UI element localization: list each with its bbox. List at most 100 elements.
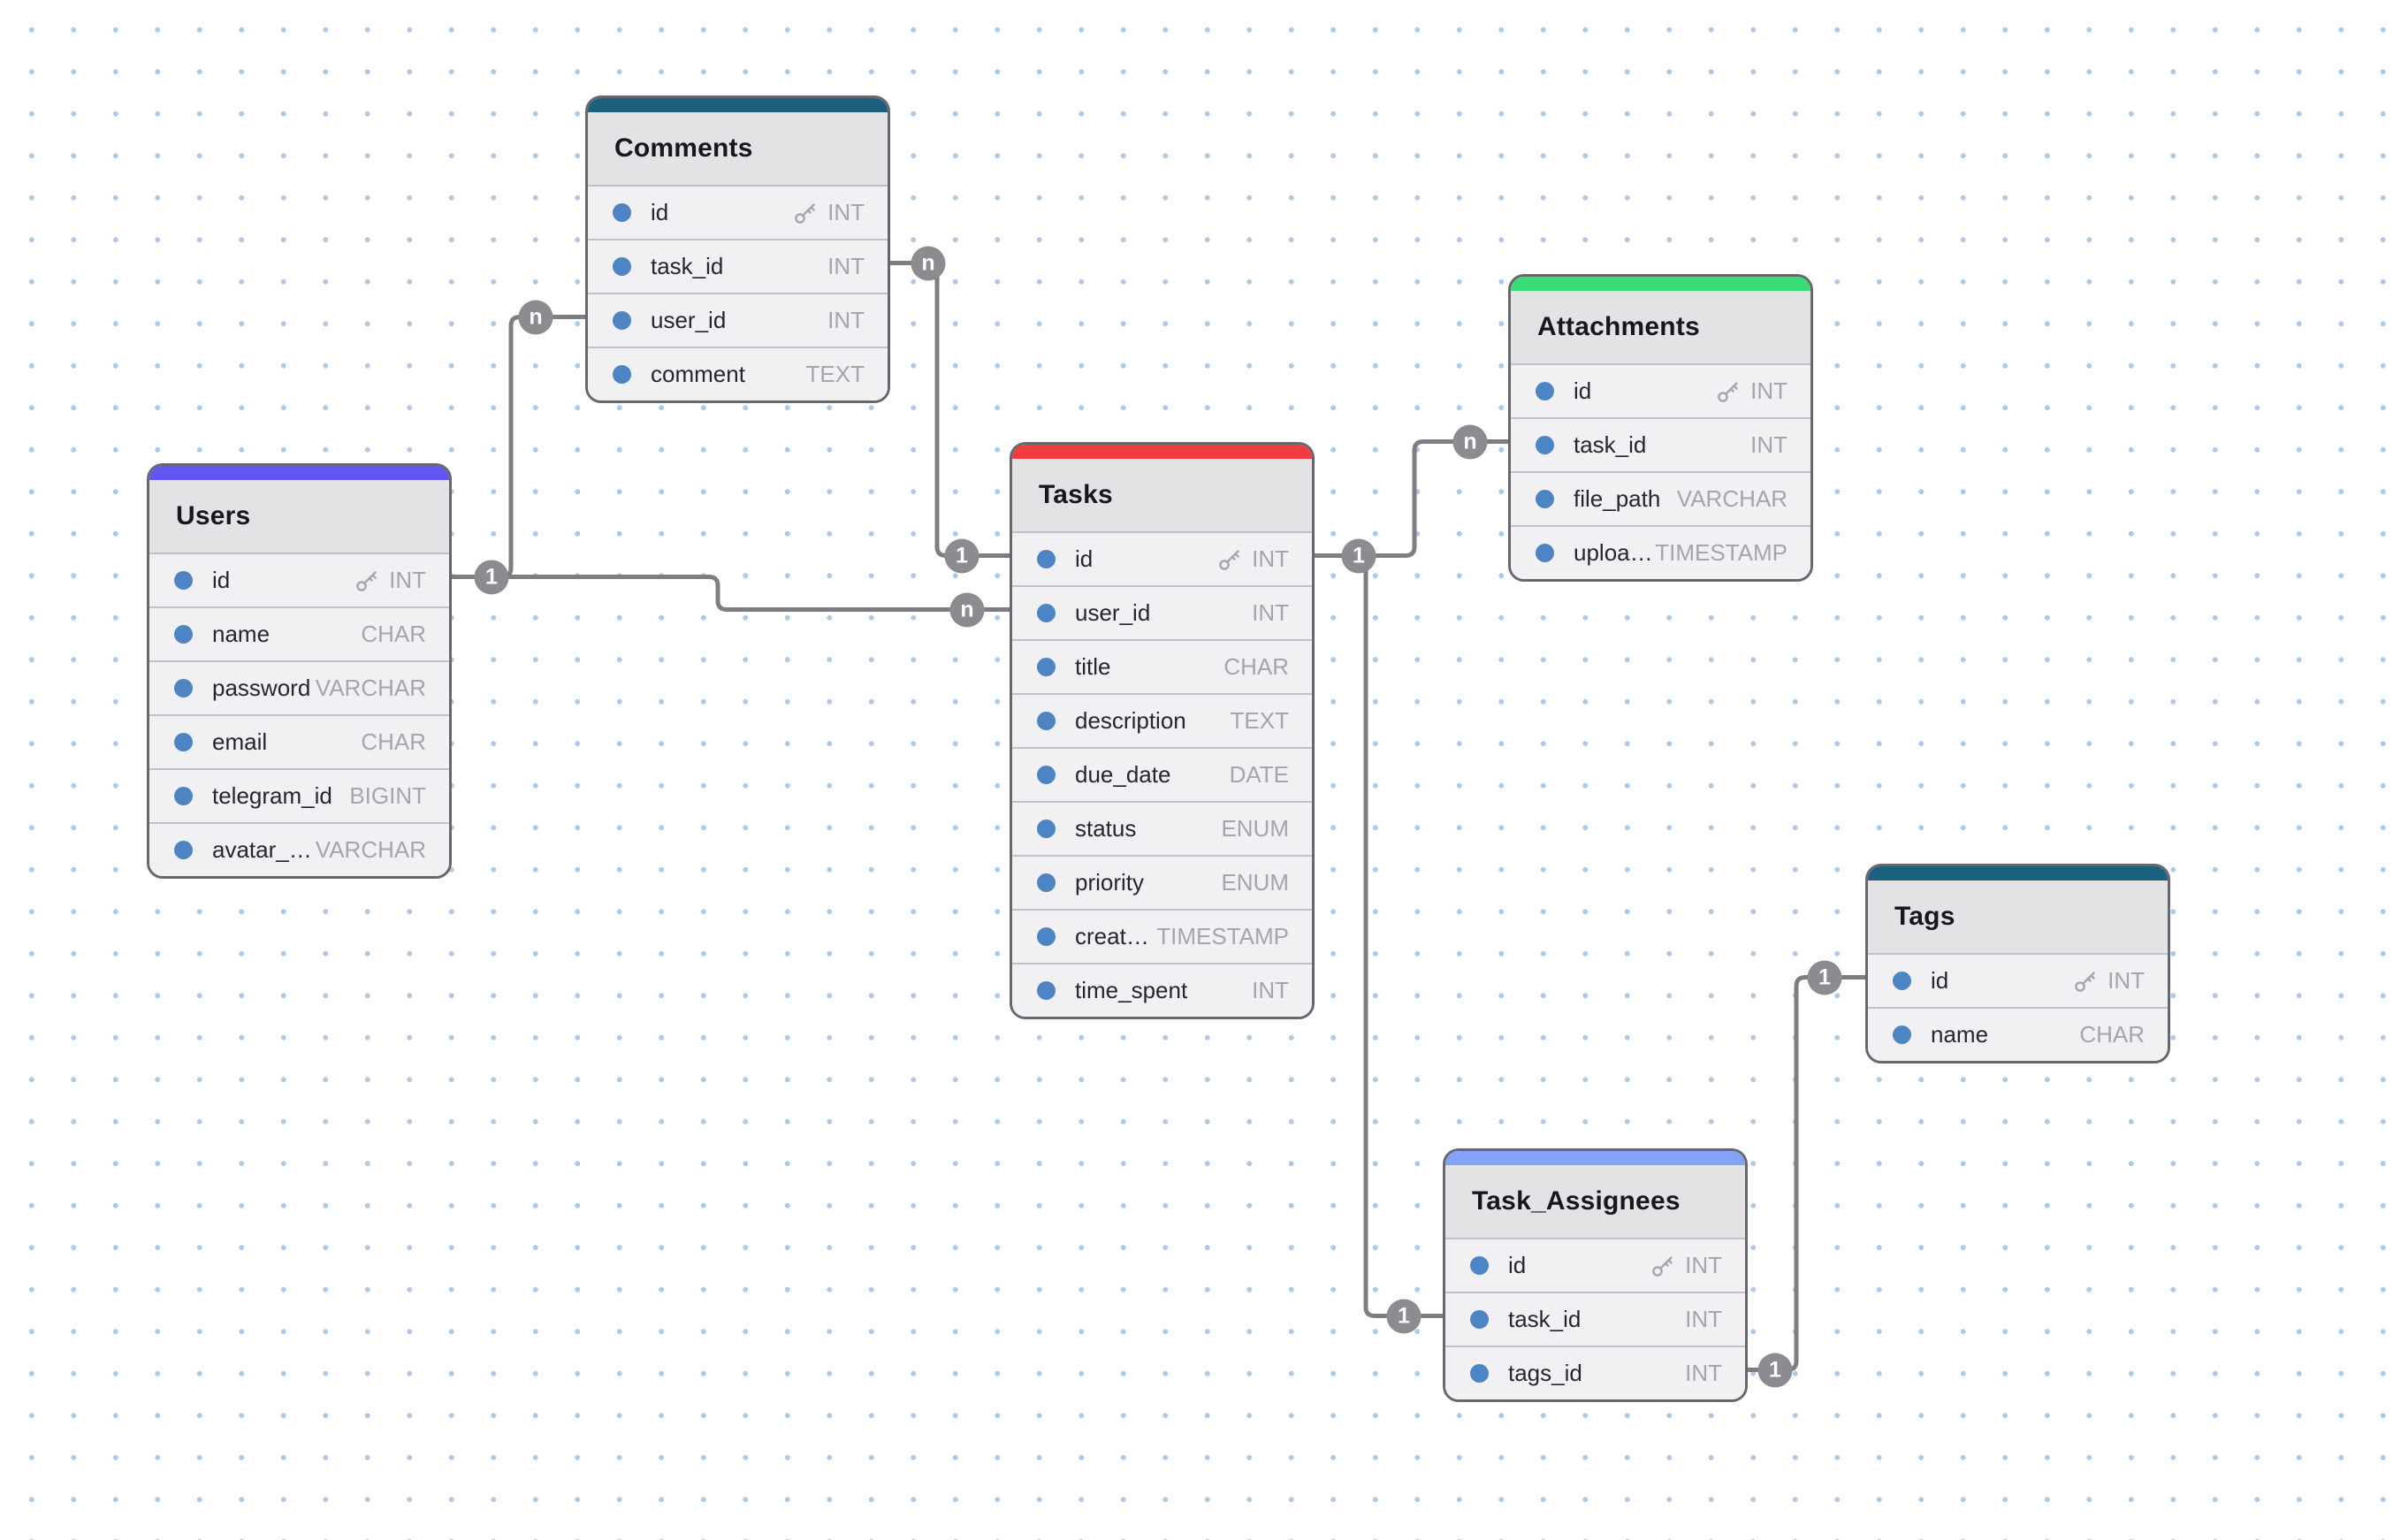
table-header[interactable]: Users — [149, 480, 449, 553]
field-type-group: INT — [354, 567, 426, 594]
field-type: INT — [2108, 967, 2145, 994]
field-row-avatar_pa[interactable]: avatar_pa...VARCHAR — [149, 822, 449, 876]
primary-key-icon — [1718, 381, 1738, 402]
field-name: email — [212, 728, 268, 755]
field-row-upload[interactable]: upload...TIMESTAMP — [1511, 525, 1810, 579]
relationship-line-tasks-id-to-attachments-task_id[interactable] — [1315, 439, 1508, 558]
field-type: CHAR — [361, 728, 426, 755]
field-type-group: INT — [827, 253, 865, 280]
field-type-group: INT — [2072, 967, 2145, 995]
table-header[interactable]: Attachments — [1511, 291, 1810, 363]
field-name: id — [1508, 1252, 1527, 1278]
relationship-line-tags-id-to-task_assignees-tags_id[interactable] — [1748, 975, 1865, 1372]
table-title: Comments — [614, 133, 753, 163]
field-dot-icon — [613, 203, 631, 222]
field-row-id[interactable]: id INT — [149, 553, 449, 606]
field-type: ENUM — [1221, 815, 1289, 842]
table-header[interactable]: Comments — [588, 112, 888, 185]
field-type-group: INT — [1252, 977, 1289, 1004]
field-type: INT — [1252, 599, 1289, 626]
field-row-task_id[interactable]: task_id INT — [588, 239, 888, 293]
field-name: title — [1075, 653, 1111, 680]
field-dot-icon — [1893, 1025, 1911, 1044]
field-type: INT — [1685, 1360, 1722, 1386]
field-name: id — [1075, 545, 1094, 572]
field-type: INT — [827, 253, 865, 279]
field-type: TIMESTAMP — [1655, 539, 1787, 566]
field-name: task_id — [1574, 431, 1647, 458]
field-type-group: VARCHAR — [316, 836, 426, 864]
field-type-group: INT — [792, 199, 865, 226]
field-type-group: TEXT — [1231, 707, 1289, 735]
table-header[interactable]: Tasks — [1012, 459, 1312, 531]
field-name: created... — [1075, 923, 1156, 949]
field-dot-icon — [1037, 766, 1056, 784]
primary-key-icon — [795, 202, 815, 224]
relationship-line-tasks-id-to-task_assignees-task_id[interactable] — [1315, 553, 1443, 1318]
table-title: Task_Assignees — [1472, 1186, 1681, 1216]
field-dot-icon — [1037, 712, 1056, 730]
field-type: TEXT — [805, 361, 865, 387]
field-type-group: INT — [827, 307, 865, 334]
field-type: CHAR — [2079, 1021, 2145, 1048]
field-type: INT — [827, 199, 865, 225]
relationship-line-users-id-to-comments-user_id[interactable] — [452, 315, 585, 579]
field-type-group: INT — [1216, 545, 1289, 573]
field-dot-icon — [1470, 1256, 1489, 1275]
field-dot-icon — [1536, 544, 1554, 562]
relationship-line-users-id-to-tasks-user_id[interactable] — [452, 575, 1010, 612]
field-name: password — [212, 675, 311, 701]
cardinality-badge: n — [518, 300, 553, 334]
primary-key-icon — [1652, 1255, 1673, 1277]
field-name: id — [212, 567, 231, 593]
field-name: task_id — [651, 253, 724, 279]
field-type: BIGINT — [349, 782, 426, 809]
table-header[interactable]: Task_Assignees — [1445, 1165, 1745, 1238]
field-row-id[interactable]: id INT — [1012, 531, 1312, 585]
field-type-group: ENUM — [1221, 815, 1289, 842]
field-row-created[interactable]: created...TIMESTAMP — [1012, 909, 1312, 963]
primary-key-icon — [1219, 549, 1239, 570]
field-type-group: VARCHAR — [1677, 485, 1787, 513]
field-dot-icon — [174, 625, 193, 644]
field-dot-icon — [1037, 981, 1056, 1000]
field-type: INT — [827, 307, 865, 333]
cardinality-badge: n — [911, 246, 946, 280]
field-row-email[interactable]: email CHAR — [149, 714, 449, 768]
table-title: Users — [176, 501, 251, 530]
field-dot-icon — [1536, 436, 1554, 454]
field-name: name — [212, 621, 271, 647]
table-header[interactable]: Tags — [1868, 881, 2168, 953]
relationship-line-comments-task_id-to-tasks-id[interactable] — [890, 261, 1010, 558]
field-dot-icon — [174, 571, 193, 590]
field-type: VARCHAR — [315, 675, 426, 701]
